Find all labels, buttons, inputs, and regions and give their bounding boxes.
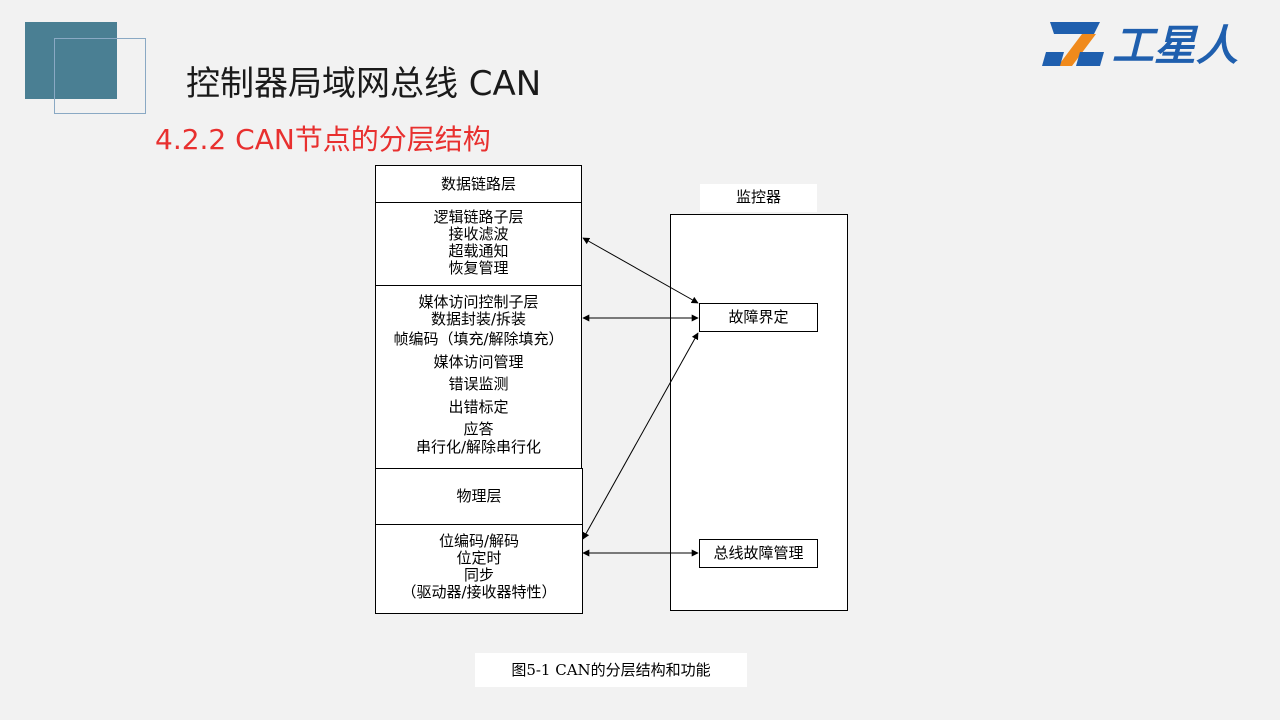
monitor-title: 监控器 (735, 188, 781, 206)
physical-line: 位编码/解码 (438, 532, 520, 550)
physical-functions-box: 位编码/解码 位定时 同步 （驱动器/接收器特性） (375, 524, 583, 614)
mac-line: 数据封装/拆装 (430, 310, 527, 328)
llc-line: 恢复管理 (448, 259, 509, 277)
data-link-layer-header: 数据链路层 (375, 165, 582, 203)
page-title: 控制器局域网总线 CAN (186, 64, 542, 104)
physical-layer-header: 物理层 (375, 468, 583, 525)
monitor-title-bg: 监控器 (700, 184, 817, 212)
logo-mark-icon (1042, 22, 1104, 66)
figure-caption: 图5-1 CAN的分层结构和功能 (475, 653, 747, 687)
mac-line: 媒体访问管理 (433, 353, 524, 371)
decorative-frame (54, 38, 146, 114)
fault-confinement-box: 故障界定 (699, 303, 818, 332)
data-link-layer-label: 数据链路层 (440, 175, 516, 193)
llc-line: 超载通知 (448, 242, 509, 260)
mac-line: 串行化/解除串行化 (415, 438, 542, 456)
bus-fault-management-box: 总线故障管理 (699, 539, 818, 568)
mac-line: 出错标定 (448, 398, 509, 416)
physical-line: 同步 (463, 566, 494, 584)
mac-line: 应答 (463, 420, 494, 438)
bus-fault-management-label: 总线故障管理 (713, 544, 804, 562)
company-logo: 工星人 (1042, 21, 1238, 70)
decorative-block (25, 22, 117, 99)
logo-text: 工星人 (1112, 21, 1238, 70)
mac-line: 帧编码（填充/解除填充） (393, 330, 564, 348)
physical-layer-label: 物理层 (456, 487, 502, 505)
llc-line: 逻辑链路子层 (433, 208, 524, 226)
section-title: 4.2.2 CAN节点的分层结构 (155, 123, 491, 156)
llc-sublayer-box: 逻辑链路子层 接收滤波 超载通知 恢复管理 (375, 202, 582, 286)
physical-line: （驱动器/接收器特性） (401, 583, 557, 601)
fault-confinement-label: 故障界定 (728, 308, 789, 326)
llc-line: 接收滤波 (448, 225, 509, 243)
mac-sublayer-box: 媒体访问控制子层 数据封装/拆装 帧编码（填充/解除填充） 媒体访问管理 错误监… (375, 285, 582, 469)
physical-line: 位定时 (456, 549, 502, 567)
mac-line: 错误监测 (448, 375, 509, 393)
mac-line: 媒体访问控制子层 (418, 293, 539, 311)
